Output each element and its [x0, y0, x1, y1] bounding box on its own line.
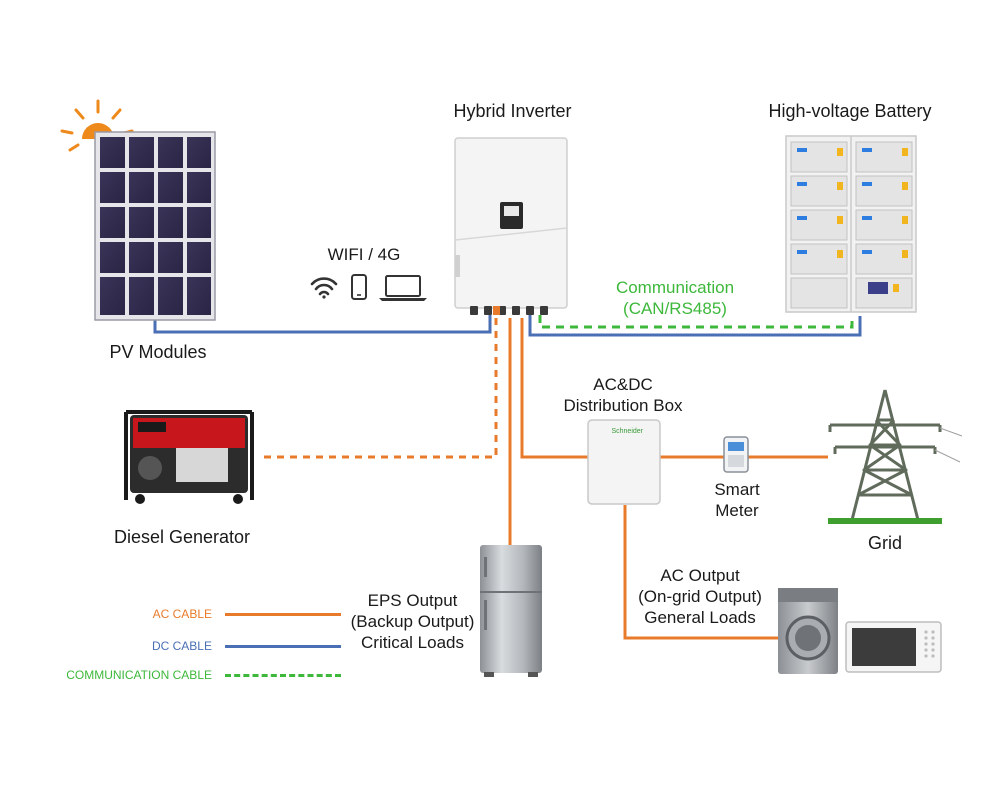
refrigerator-icon	[480, 545, 542, 677]
distribution-line1: AC&DC	[593, 375, 653, 394]
wifi-icon	[310, 277, 338, 299]
eps-line2: (Backup Output)	[350, 612, 475, 631]
legend-dc-line	[225, 645, 341, 648]
legend-comm: COMMUNICATION CABLE	[20, 665, 341, 685]
pv-modules-label: PV Modules	[109, 342, 207, 362]
communication-line2: (CAN/RS485)	[623, 299, 727, 318]
diesel-generator-label: Diesel Generator	[113, 527, 251, 547]
phone-icon	[351, 274, 367, 300]
ac-cable-distribution	[520, 318, 588, 459]
legend-comm-line	[225, 674, 341, 677]
legend-comm-label: COMMUNICATION CABLE	[66, 668, 212, 682]
smart-meter-line2: Meter	[715, 501, 759, 520]
legend-ac-label: AC CABLE	[152, 607, 212, 621]
wifi-label: WIFI / 4G	[327, 245, 401, 264]
distribution-box-icon: Schneider	[587, 419, 661, 505]
battery-label: High-voltage Battery	[768, 101, 932, 121]
legend-dc-label: DC CABLE	[151, 639, 212, 653]
legend-dc: DC CABLE	[20, 636, 341, 656]
ac-output-line3: General Loads	[644, 608, 756, 627]
communication-label: Communication (CAN/RS485)	[595, 277, 755, 319]
distribution-box-label: AC&DC Distribution Box	[548, 374, 698, 416]
washing-machine-icon	[778, 588, 838, 674]
ac-cable-general-loads	[623, 505, 778, 640]
smart-meter-line1: Smart	[714, 480, 760, 499]
eps-output-label: EPS Output (Backup Output) Critical Load…	[340, 590, 485, 653]
legend-ac: AC CABLE	[20, 604, 341, 624]
pv-module-icon	[94, 131, 216, 321]
ac-output-line1: AC Output	[660, 566, 740, 585]
grid-label: Grid	[867, 533, 902, 553]
hybrid-inverter-icon	[454, 137, 568, 315]
battery-rack-icon	[785, 135, 917, 313]
dc-cable-pv	[153, 315, 492, 334]
dc-cable-battery	[528, 315, 862, 337]
eps-line3: Critical Loads	[361, 633, 464, 652]
smart-meter-icon	[723, 436, 749, 473]
communication-line1: Communication	[615, 278, 735, 297]
legend-ac-line	[225, 613, 341, 616]
inverter-label: Hybrid Inverter	[453, 101, 572, 121]
schneider-logo: Schneider	[611, 428, 643, 435]
smart-meter-label: Smart Meter	[700, 479, 774, 521]
ac-output-line2: (On-grid Output)	[638, 587, 762, 606]
ac-cable-generator	[258, 318, 498, 459]
laptop-icon	[379, 275, 427, 301]
diesel-generator-icon	[124, 410, 254, 504]
grid-tower-icon	[828, 389, 963, 524]
eps-line1: EPS Output	[367, 591, 458, 610]
microwave-icon	[845, 621, 942, 673]
distribution-line2: Distribution Box	[563, 396, 683, 415]
ac-output-label: AC Output (On-grid Output) General Loads	[625, 565, 775, 628]
communication-cable	[538, 315, 854, 329]
